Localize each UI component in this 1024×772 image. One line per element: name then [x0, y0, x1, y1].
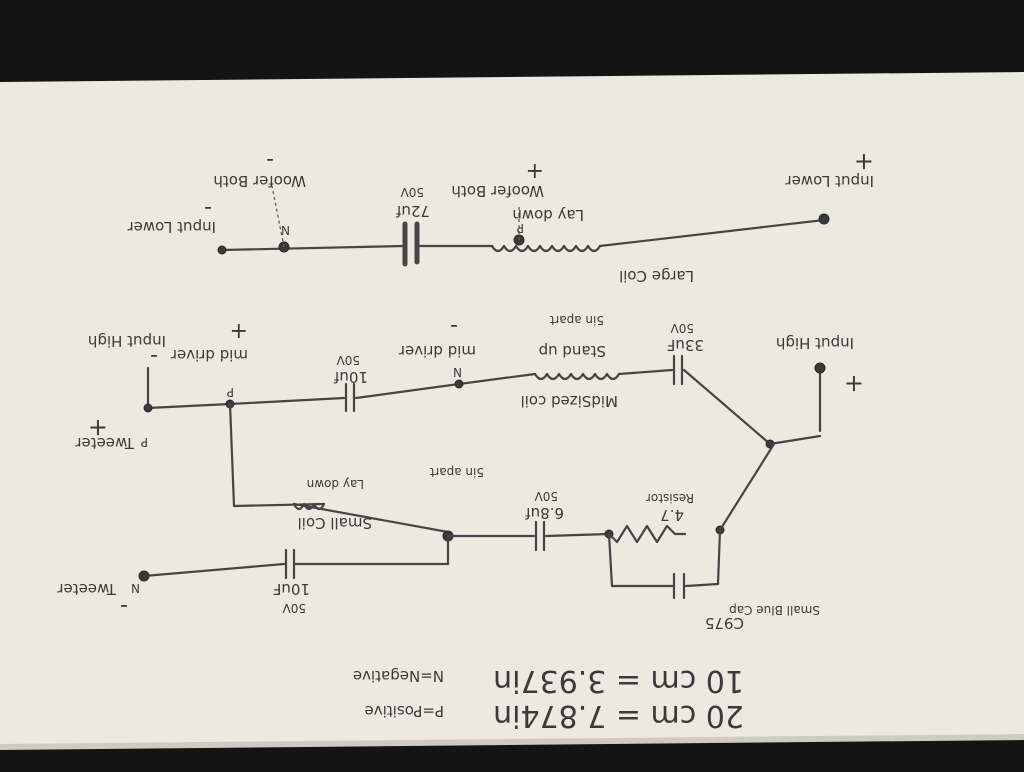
label-small-coil-note: 5in apart: [429, 465, 484, 479]
note-20cm: 20 cm = 7.874in: [493, 698, 744, 733]
label-cap-33uf: 33uF: [667, 336, 704, 354]
label-mid-pos: mid driver: [170, 346, 248, 364]
label-input-high-neg: Input High: [88, 332, 166, 350]
label-high-n: N: [453, 365, 462, 379]
node-tweeter-neg: [138, 570, 150, 582]
high-wire-e: [354, 382, 461, 400]
midsized-coil: [533, 372, 621, 381]
note-10cm: 10 cm = 3.937in: [493, 663, 744, 698]
tweeter-labels: Tweeter + P Small Coil Lay down 5in apar…: [56, 414, 820, 632]
high-wire-f: [228, 396, 346, 406]
label-cap-10uf-voltage: 50V: [336, 353, 360, 367]
high-wire-d: [457, 372, 537, 386]
lower-circuit: [217, 185, 830, 267]
label-small-coil: Small Coil: [298, 514, 372, 532]
label-small-coil-orientation: Lay down: [307, 477, 364, 491]
node-input-high-neg: [143, 403, 153, 413]
sign-input-lower-neg: -: [204, 196, 212, 221]
label-midsized-coil: MidSized coil: [521, 392, 618, 410]
label-midsized-coil-orientation: Stand up: [539, 342, 606, 360]
label-tweeter-pos: Tweeter: [74, 434, 135, 452]
sign-tweeter-neg: -: [120, 594, 128, 619]
upside-down-drawing: Input Lower + Large Coil Lay down Woofer…: [56, 148, 874, 733]
label-mid-neg: mid driver: [398, 342, 476, 360]
tw-wire-to-resistor: [544, 532, 611, 538]
label-input-lower-pos: Input Lower: [785, 172, 874, 190]
label-cap-6-8uf-voltage: 50V: [534, 489, 558, 503]
sign-woofer-neg: -: [266, 148, 274, 173]
sign-input-lower-pos: +: [854, 148, 874, 176]
lower-wire-left: [598, 218, 826, 248]
label-cap-33uf-voltage: 50V: [670, 321, 694, 335]
lower-wire-right: [220, 244, 405, 252]
sign-woofer-pos: +: [526, 158, 544, 183]
note-legend-n: N=Negative: [353, 667, 444, 685]
lower-labels: Input Lower + Large Coil Lay down Woofer…: [127, 148, 874, 285]
label-input-high-pos: Input High: [776, 334, 854, 352]
label-cap-72uf: 72uf: [395, 202, 430, 220]
resistor-4-7: [607, 524, 687, 544]
label-midsized-coil-note: 5in apart: [549, 313, 604, 327]
label-high-p: P: [227, 385, 234, 399]
label-lower-n: N: [281, 223, 290, 237]
label-small-cap: Small Blue Cap: [729, 603, 820, 617]
high-wire-a: [768, 434, 822, 446]
sign-mid-pos: +: [230, 318, 248, 343]
high-labels: Input High + 33uF 50V Stand up MidSized …: [88, 313, 864, 410]
label-input-lower-neg: Input Lower: [127, 218, 216, 236]
node-input-lower-neg: [217, 245, 227, 255]
label-cap-72uf-voltage: 50V: [400, 185, 424, 199]
label-large-coil-orientation: Lay down: [512, 206, 584, 224]
label-cap-10uf: 10uf: [333, 368, 368, 386]
tweeter-network: [138, 402, 776, 600]
node-mid-neg: [454, 379, 464, 389]
high-circuit: [143, 354, 826, 449]
tw-wire-right-vertical: [228, 402, 236, 508]
label-large-coil: Large Coil: [619, 267, 694, 285]
small-cap-bypass-wire: [607, 528, 722, 588]
paper-sheet: [0, 72, 1024, 748]
label-lower-p: P: [517, 221, 524, 235]
label-tweeter-p: P: [141, 435, 148, 449]
label-resistor: Resistor: [646, 491, 694, 505]
large-coil: [490, 244, 602, 253]
conversion-notes: 20 cm = 7.874in 10 cm = 3.937in P=Positi…: [353, 663, 744, 733]
woofer-neg-leader: [271, 185, 285, 248]
tw-wire-to-input-high: [718, 442, 776, 532]
high-wire-g: [146, 402, 232, 410]
label-cap-10uf-b-voltage: 50V: [282, 601, 306, 615]
label-cap-10uf-b: 10uF: [273, 580, 310, 598]
high-wire-b: [682, 368, 772, 446]
tw-wire-small-coil-a: [232, 502, 326, 508]
sign-input-high-pos: +: [844, 370, 864, 398]
paper-shadow-edge: [0, 734, 1024, 750]
label-woofer-pos: Woofer Both: [451, 182, 544, 200]
node-input-high-pos: [814, 362, 826, 374]
label-tweeter-neg: Tweeter: [56, 580, 117, 598]
label-tweeter-n: N: [131, 581, 140, 595]
label-small-cap-code: C975: [705, 614, 744, 632]
tw-wire-neg-end: [142, 562, 286, 578]
sign-mid-neg: -: [450, 314, 458, 339]
label-cap-6-8uf: 6.8uf: [525, 504, 564, 522]
label-woofer-neg: Woofer Both: [213, 172, 306, 190]
note-legend-p: P=Positive: [365, 702, 444, 720]
sign-input-high-neg: -: [150, 344, 158, 369]
high-wire-c: [617, 368, 674, 376]
tw-wire-small-coil-b: [292, 502, 450, 534]
node-input-lower-pos: [818, 213, 830, 225]
sign-tweeter-pos: +: [88, 414, 108, 442]
label-resistor-value: 4.7: [660, 506, 684, 524]
